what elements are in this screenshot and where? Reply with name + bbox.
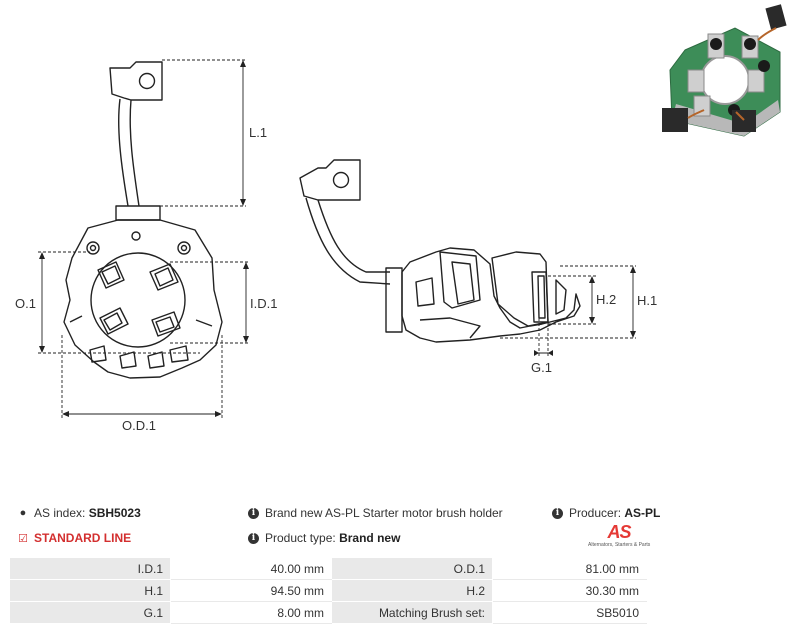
- technical-drawing: L.1 O.1 I.D.1 O.D.1 H.1 H.2 G.1: [15, 4, 787, 433]
- as-index-value: SBH5023: [88, 506, 141, 520]
- label-g1: G.1: [531, 360, 552, 375]
- label-h2: H.2: [596, 292, 616, 307]
- spec-key: I.D.1: [9, 557, 171, 580]
- producer: i Producer: AS-PL: [552, 506, 660, 520]
- spec-value: SB5010: [492, 601, 647, 624]
- side-terminal: [299, 159, 391, 285]
- info-icon: i: [248, 532, 259, 544]
- table-row: H.1 94.50 mm H.2 30.30 mm: [9, 579, 647, 602]
- spec-key: H.1: [9, 579, 171, 602]
- spec-value: 8.00 mm: [170, 601, 332, 624]
- logo-tagline: Alternators, Starters & Parts: [588, 542, 651, 548]
- product-type: i Product type: Brand new: [248, 531, 400, 545]
- product-type-value: Brand new: [339, 531, 401, 545]
- description: i Brand new AS-PL Starter motor brush ho…: [248, 506, 503, 520]
- as-index-label: AS index:: [34, 506, 86, 520]
- label-o1: O.1: [15, 296, 36, 311]
- label-id1: I.D.1: [250, 296, 277, 311]
- spec-value: 94.50 mm: [170, 579, 332, 602]
- info-icon: i: [248, 507, 259, 519]
- table-row: I.D.1 40.00 mm O.D.1 81.00 mm: [9, 557, 647, 580]
- product-photo: [662, 4, 787, 137]
- spec-value: 30.30 mm: [492, 579, 647, 602]
- spec-key: Matching Brush set:: [331, 601, 493, 624]
- as-index: ● AS index: SBH5023: [16, 506, 141, 520]
- spec-key: H.2: [331, 579, 493, 602]
- front-plate: [63, 219, 223, 379]
- spec-key: G.1: [9, 601, 171, 624]
- standard-line-text: STANDARD LINE: [34, 531, 132, 545]
- info-icon: i: [552, 507, 563, 519]
- label-h1: H.1: [637, 293, 657, 308]
- label-l1: L.1: [249, 125, 267, 140]
- spec-value: 81.00 mm: [492, 557, 647, 580]
- side-body: [385, 247, 581, 343]
- dimension-arrows: [39, 60, 636, 417]
- table-row: G.1 8.00 mm Matching Brush set: SB5010: [9, 601, 647, 624]
- spec-key: O.D.1: [331, 557, 493, 580]
- as-pl-logo: AS Alternators, Starters & Parts: [588, 523, 650, 553]
- standard-line: ☑ STANDARD LINE: [16, 531, 131, 545]
- front-terminal: [109, 61, 163, 221]
- check-icon: ☑: [18, 532, 28, 545]
- spec-table: I.D.1 40.00 mm O.D.1 81.00 mm H.1 94.50 …: [9, 557, 647, 624]
- producer-label: Producer:: [569, 506, 622, 520]
- description-text: Brand new AS-PL Starter motor brush hold…: [265, 506, 503, 520]
- label-od1: O.D.1: [122, 418, 156, 433]
- logo-mark: AS: [607, 522, 631, 542]
- tag-icon: ●: [19, 507, 27, 519]
- product-type-label: Product type:: [265, 531, 336, 545]
- producer-value: AS-PL: [624, 506, 661, 520]
- spec-value: 40.00 mm: [170, 557, 332, 580]
- dimension-lines: [38, 59, 636, 420]
